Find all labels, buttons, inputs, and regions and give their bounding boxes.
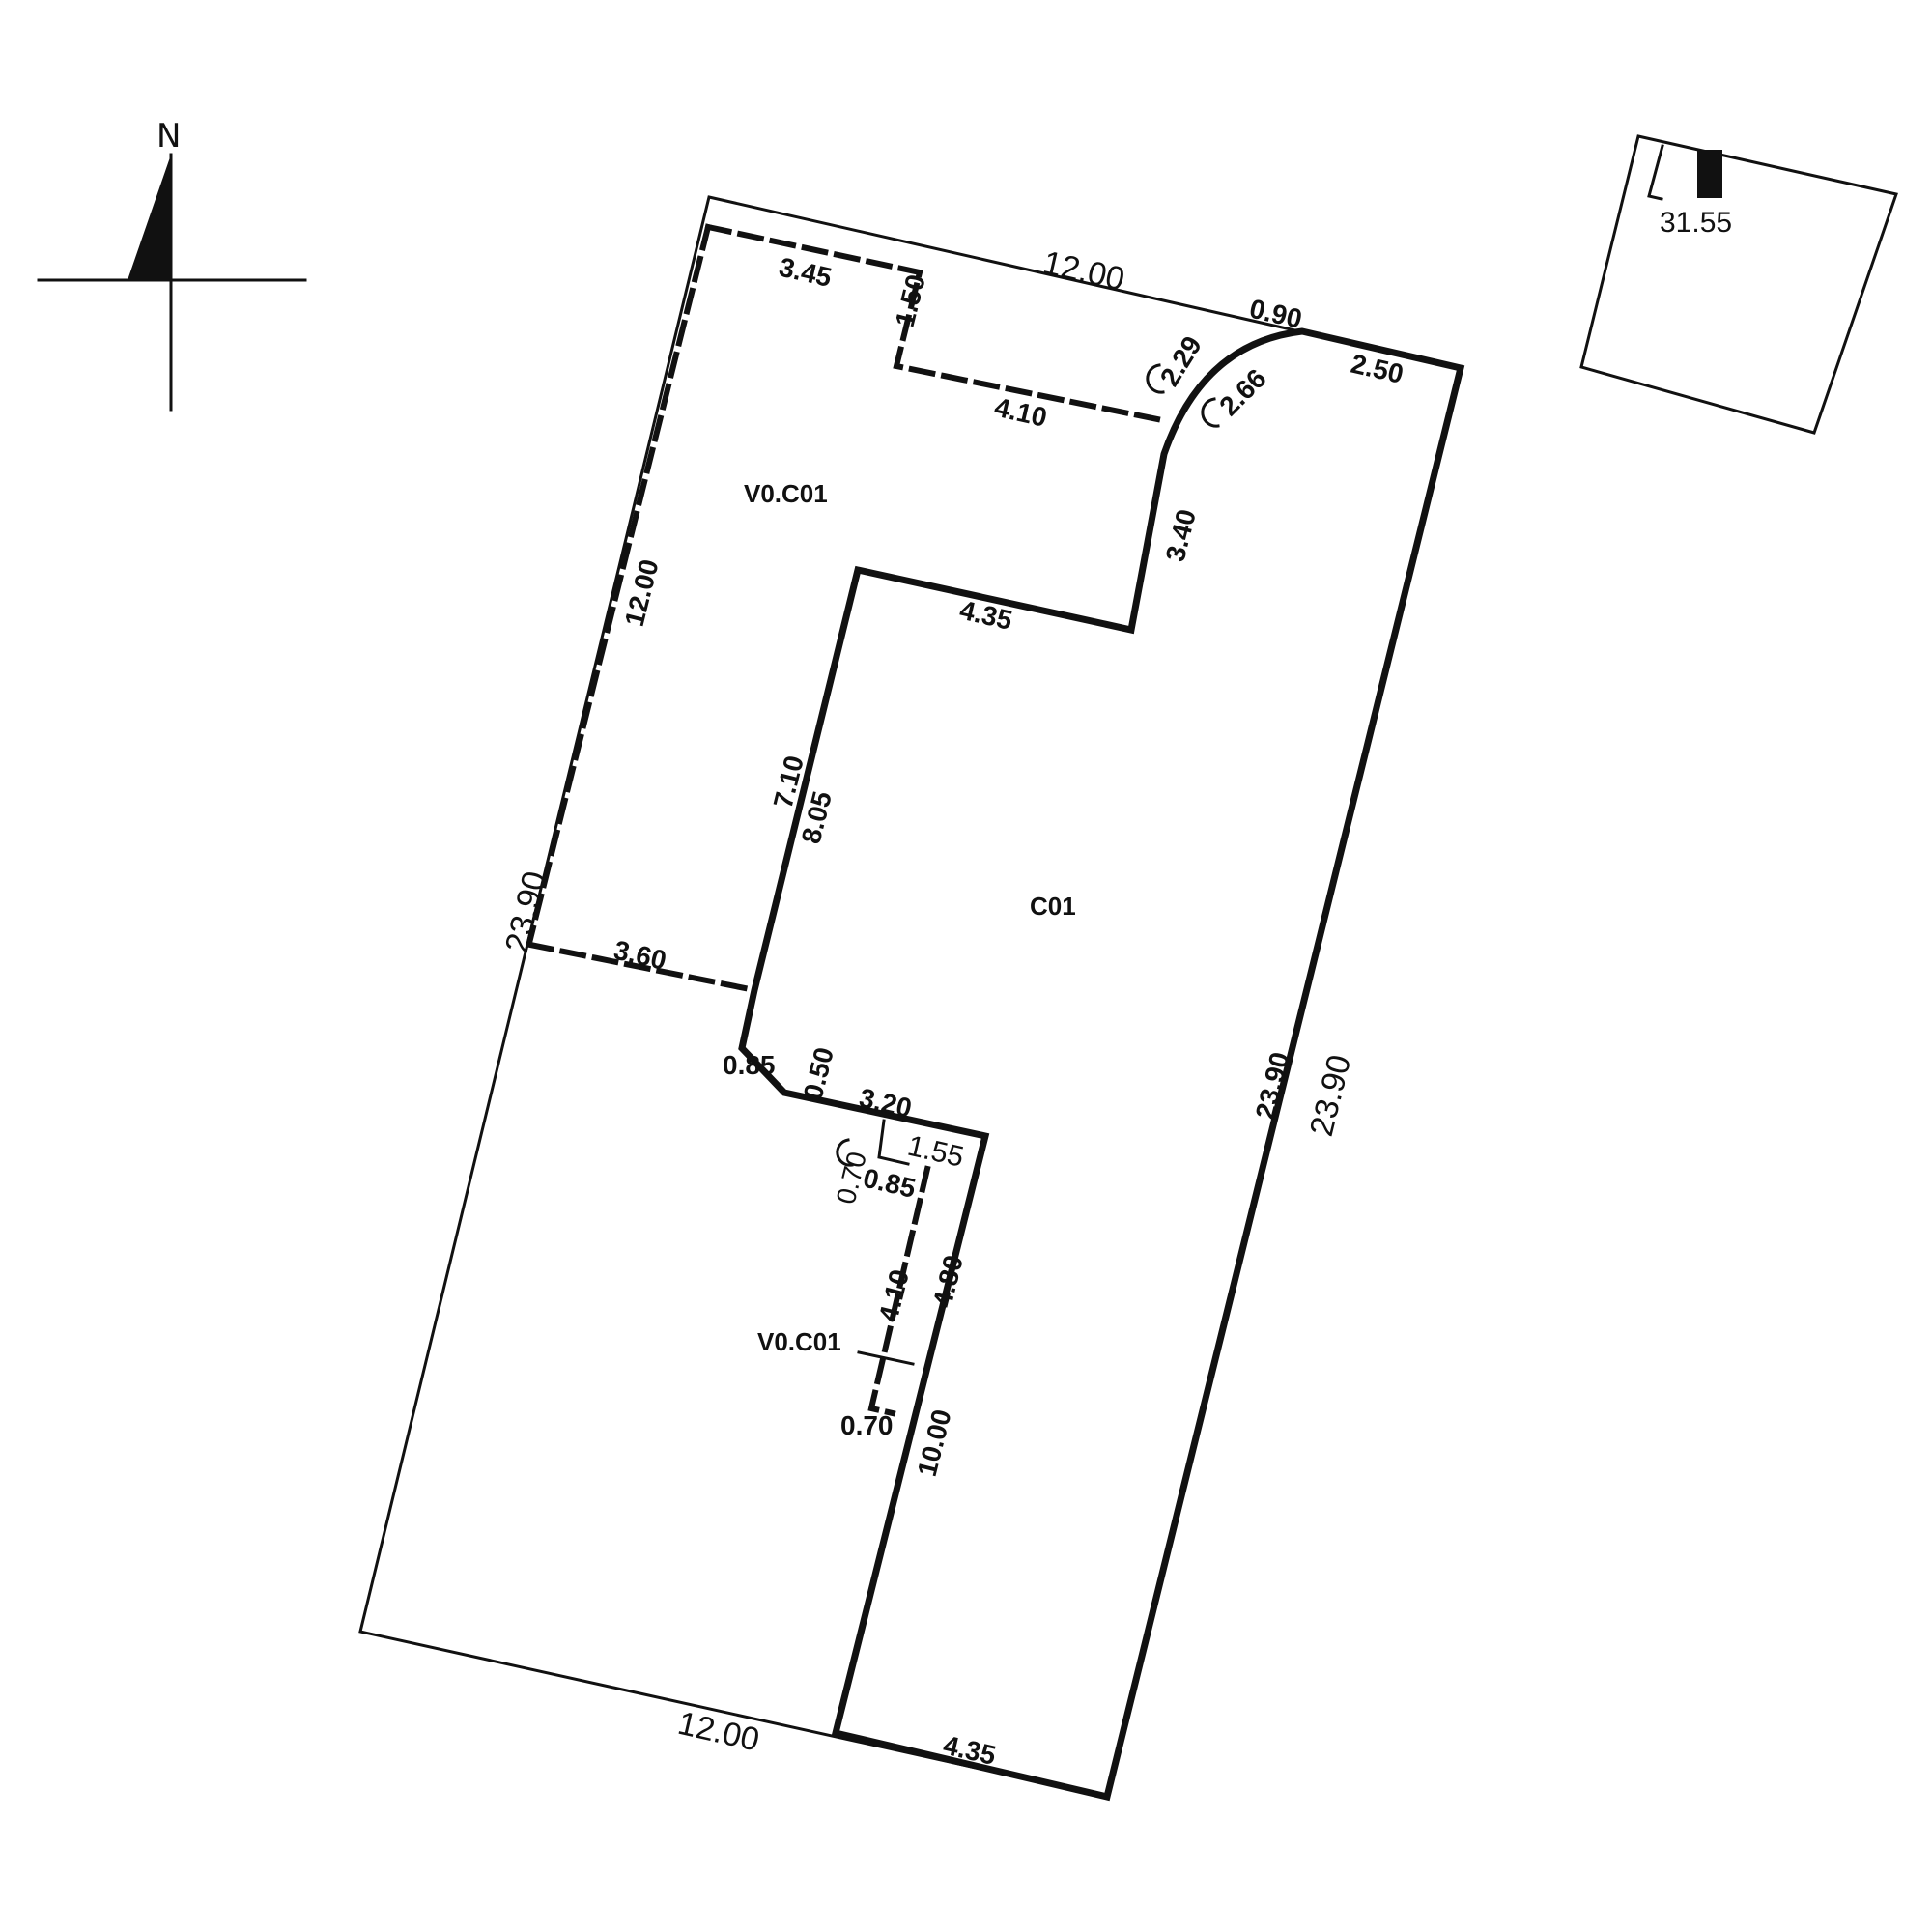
dim-top-gap: 0.90: [1247, 294, 1305, 334]
inset-locator-map: 31.55: [1579, 134, 1898, 435]
dim-top-outer: 12.00: [1039, 244, 1127, 298]
dim-small-w: 0.85: [723, 1050, 776, 1080]
building-outline: [738, 327, 1465, 1802]
radius-symbol-outer-icon: [1146, 363, 1165, 394]
dim-bottom-inner: 4.35: [941, 1730, 999, 1771]
dim-right-inner: 23.90: [1250, 1049, 1295, 1122]
dim-lower-vertical: 10.00: [912, 1406, 957, 1479]
dim-right-outer: 23.90: [1303, 1051, 1358, 1140]
radius-symbol-inner-icon: [1201, 397, 1220, 428]
dim-top-drop: 1.50: [890, 271, 931, 329]
inset-label: 31.55: [1660, 207, 1732, 239]
north-label: N: [156, 117, 181, 156]
dim-small-h: 0.50: [798, 1044, 839, 1102]
dim-step-b: 0.85: [861, 1163, 919, 1204]
lower-dashed-boundary: [867, 1165, 931, 1417]
dim-top-dash: 3.45: [777, 252, 835, 293]
lower-leader-line: [857, 1350, 915, 1366]
dim-left-outer: 23.90: [498, 867, 554, 956]
zone-label-lower: V0.C01: [757, 1327, 841, 1356]
left-dashed-boundary: [526, 223, 712, 943]
dim-step-w: 1.55: [904, 1130, 966, 1174]
radius-symbol-step-icon: [836, 1138, 854, 1167]
zone-label-upper: V0.C01: [744, 479, 828, 508]
dim-bottom-outer: 12.00: [674, 1705, 762, 1759]
zone-label-main: C01: [1030, 892, 1076, 921]
dim-left-dash-horizontal: 3.60: [611, 935, 669, 976]
dim-radius-inner: 2.66: [1213, 363, 1271, 421]
north-arrow-icon: N: [37, 117, 307, 412]
horizontal-dashed-boundary: [526, 941, 758, 994]
dim-lower-dash: 4.10: [873, 1266, 915, 1324]
lot-boundary: [358, 195, 1463, 1799]
step-outline: [877, 1119, 910, 1166]
dim-ledge: 3.20: [857, 1083, 915, 1123]
upper-dashed-boundary: [704, 223, 1161, 423]
site-marker-icon: [1697, 150, 1722, 198]
dim-notch-vertical: 3.40: [1160, 506, 1202, 564]
dim-lower-solid: 4.80: [927, 1252, 969, 1310]
dim-lower-small: 0.70: [840, 1410, 894, 1440]
